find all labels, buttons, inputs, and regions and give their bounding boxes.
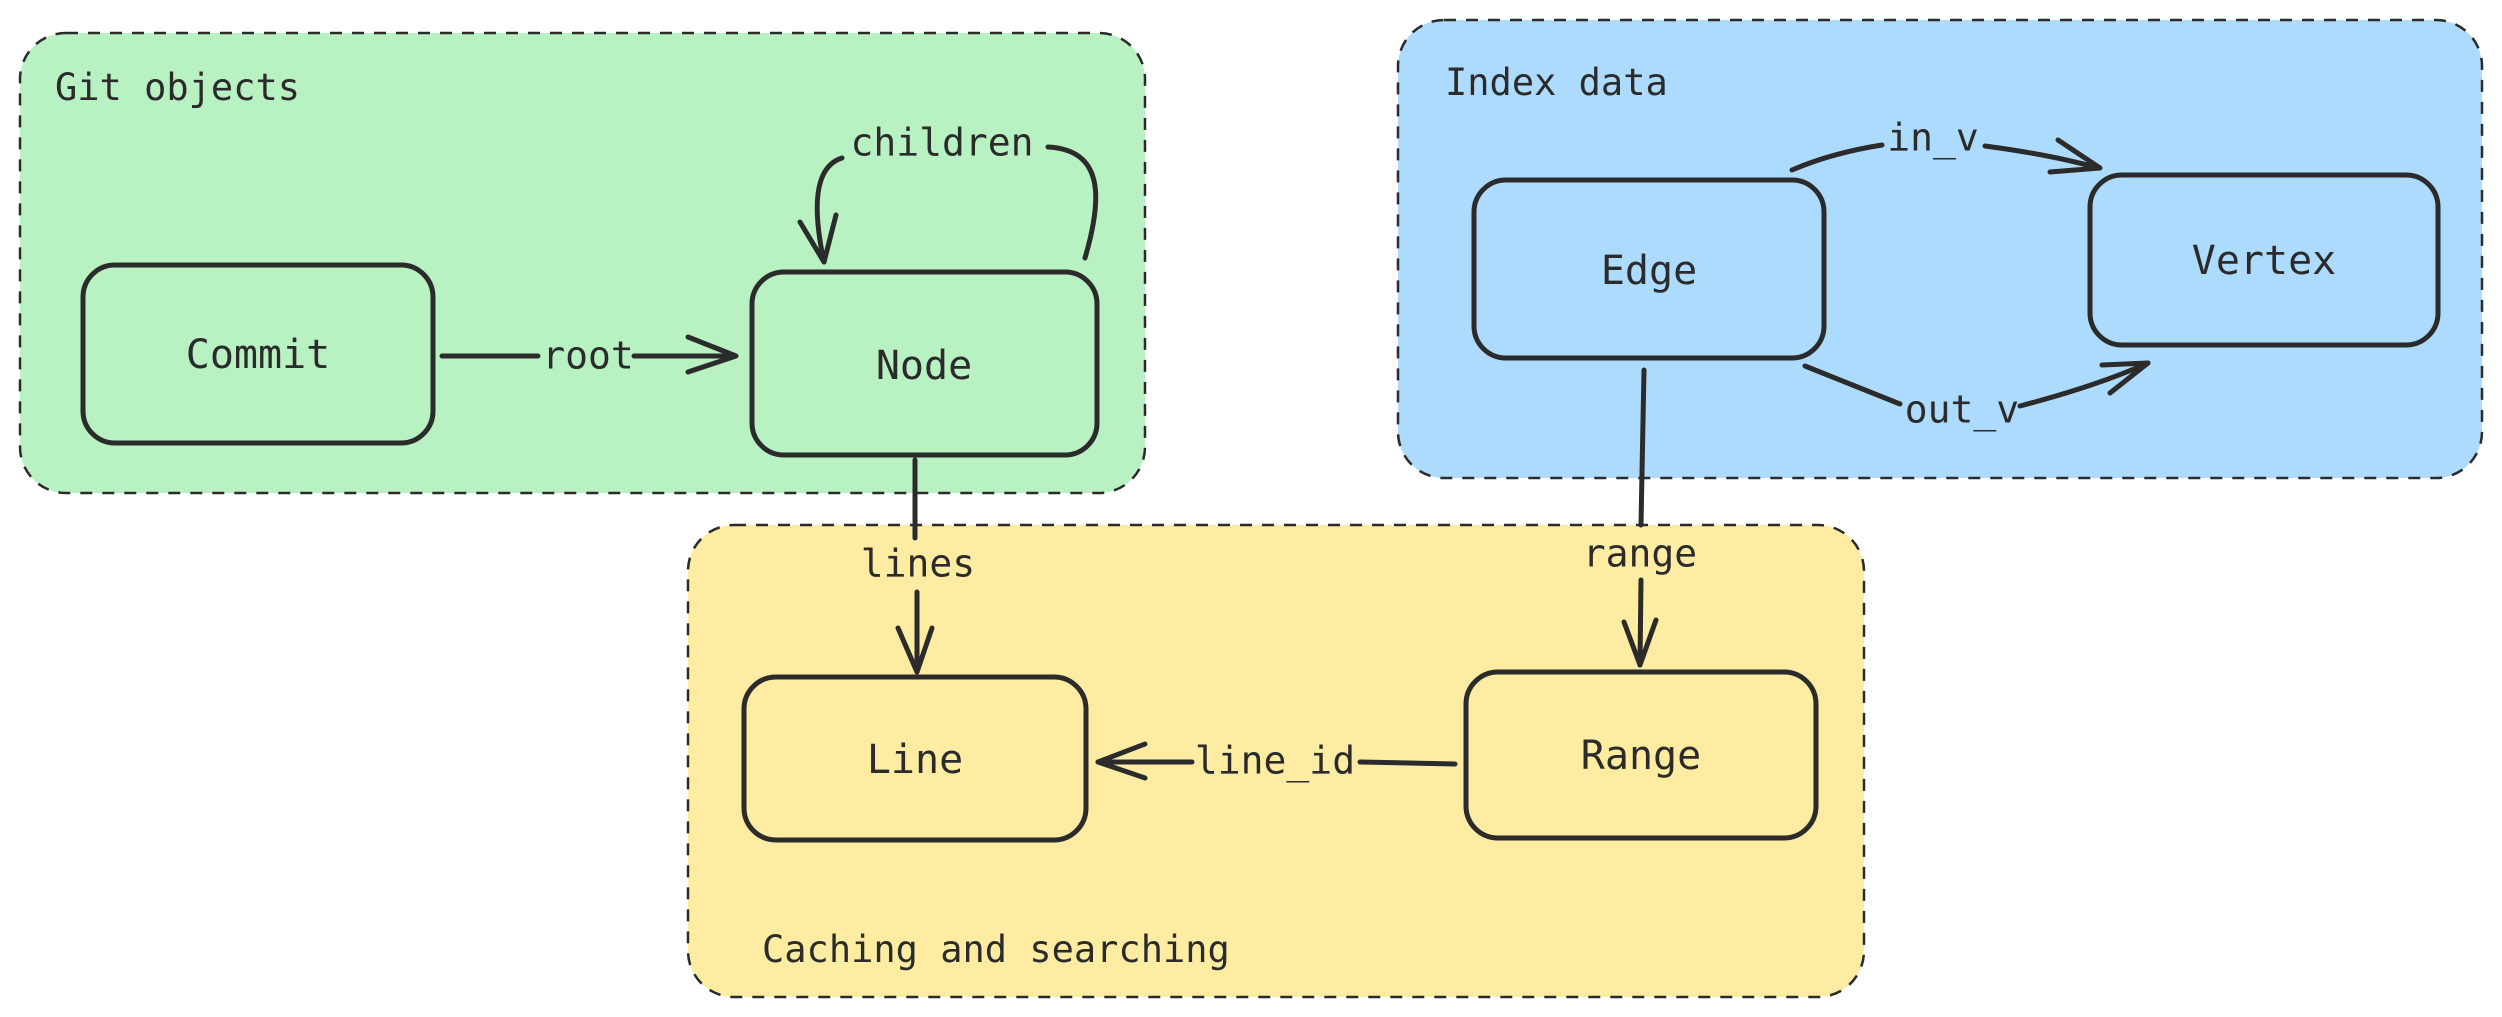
- edge-line-id-arrowhead: [1095, 741, 1148, 781]
- edge-children-line: [814, 144, 1099, 265]
- edge-in-v-label: in_v: [1887, 116, 1979, 161]
- edge-lines-label: lines: [861, 542, 975, 586]
- edge-root-label: root: [542, 334, 634, 378]
- edge-lines-line: [912, 457, 920, 675]
- edge-children-label: children: [850, 121, 1033, 165]
- group-git-objects: [18, 31, 1147, 495]
- edge-in-v-line: [1789, 142, 2101, 173]
- node-line-label: Line: [867, 737, 963, 783]
- node-line-box[interactable]: [741, 674, 1089, 843]
- group-label-caching-searching: Caching and searching: [762, 928, 1230, 971]
- edge-line-id-label: line_id: [1195, 739, 1355, 784]
- edge-range-arrowhead: [1621, 617, 1659, 668]
- edge-in-v-arrowhead: [2047, 137, 2103, 175]
- edge-range-line: [1637, 367, 1647, 668]
- node-commit-box[interactable]: [80, 262, 436, 446]
- group-index-data: [1396, 18, 2484, 480]
- node-range-label: Range: [1581, 733, 1701, 779]
- node-commit-label: Commit: [186, 332, 331, 378]
- edge-children-arrowhead: [797, 212, 839, 265]
- edge-out-v-line: [1802, 360, 2151, 409]
- node-node-box[interactable]: [749, 269, 1100, 458]
- group-label-index-data: Index data: [1445, 61, 1668, 104]
- node-vertex-label: Vertex: [2192, 238, 2337, 284]
- group-label-git-objects: Git objects: [55, 66, 300, 109]
- node-edge-label: Edge: [1601, 248, 1697, 294]
- edge-out-v-arrowhead: [2099, 360, 2151, 396]
- edge-range-label: range: [1583, 532, 1697, 576]
- group-caching-searching: [686, 523, 1866, 999]
- edge-out-v-label: out_v: [1905, 388, 2019, 433]
- edge-lines-arrowhead: [895, 625, 935, 675]
- edge-root-arrowhead: [685, 334, 739, 375]
- node-node-label: Node: [876, 343, 972, 389]
- edge-line-id-line: [1095, 759, 1458, 767]
- node-vertex-box[interactable]: [2087, 172, 2441, 348]
- node-edge-box[interactable]: [1471, 177, 1827, 361]
- node-range-box[interactable]: [1463, 669, 1819, 841]
